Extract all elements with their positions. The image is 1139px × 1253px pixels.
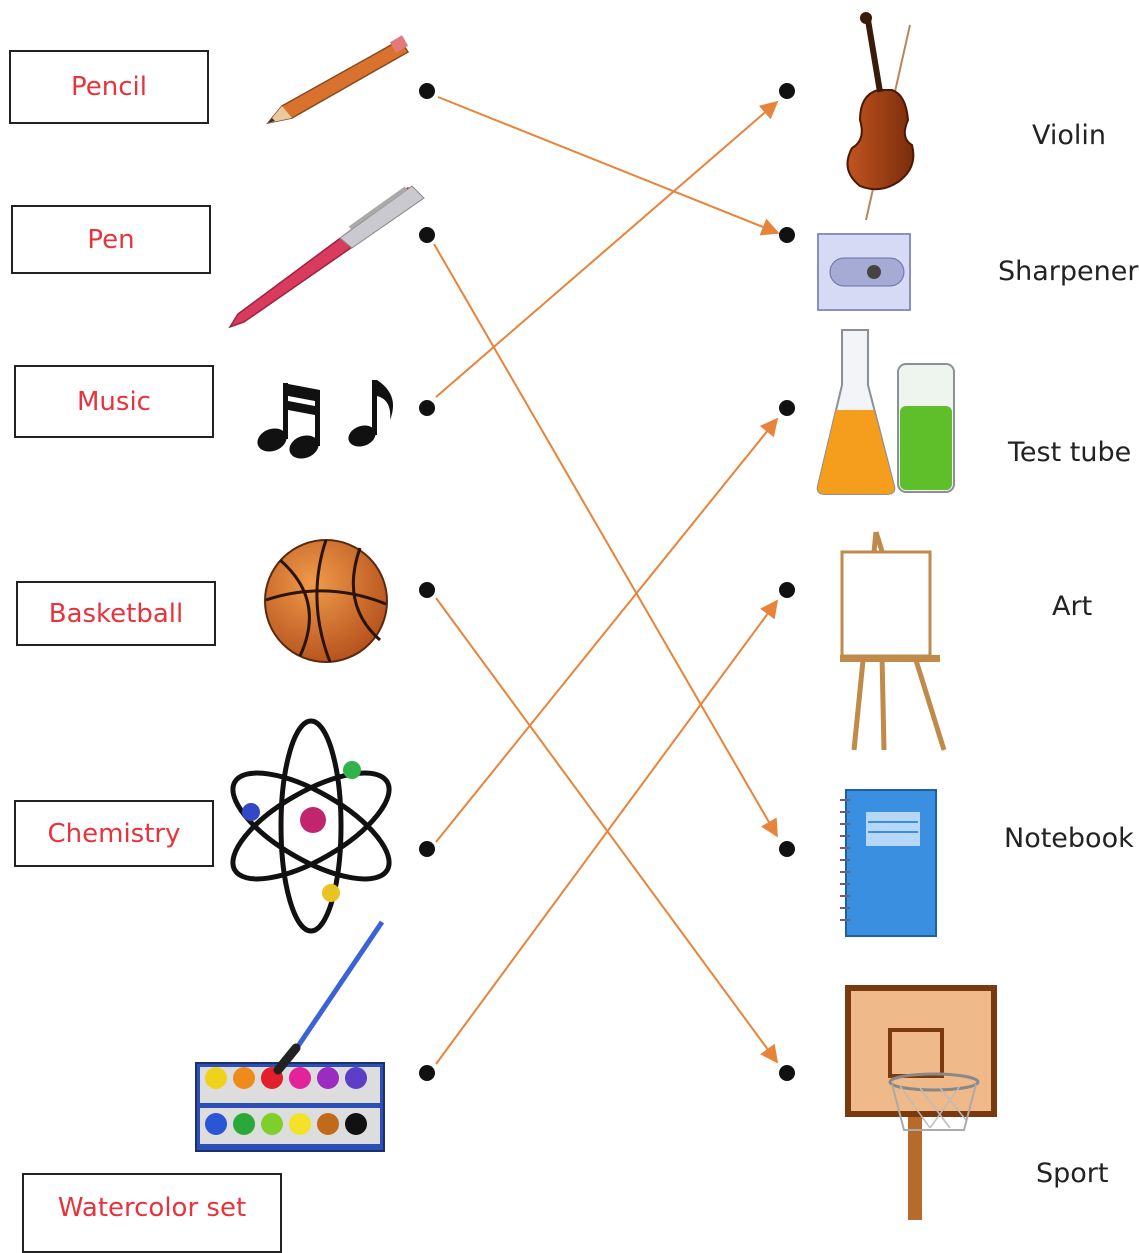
dot-watercolor bbox=[419, 1065, 435, 1081]
violin-icon bbox=[846, 12, 915, 221]
left-dots bbox=[419, 83, 435, 1081]
connection-watercolor-art bbox=[435, 599, 779, 1065]
right-label-test-tube: Test tube bbox=[1008, 437, 1132, 468]
left-label-basketball: Basketball bbox=[16, 581, 216, 646]
connection-music-violin bbox=[435, 100, 779, 398]
dot-art bbox=[779, 582, 795, 598]
dot-sport bbox=[779, 1065, 795, 1081]
connection-chemistry-testtube bbox=[435, 417, 779, 843]
dot-testtube bbox=[779, 400, 795, 416]
pencil-icon bbox=[266, 35, 410, 125]
notebook-icon bbox=[840, 789, 937, 937]
test-tubes-icon bbox=[816, 329, 955, 495]
music-notes-icon bbox=[257, 380, 394, 459]
left-label-pencil: Pencil bbox=[9, 50, 209, 124]
dot-sharpener bbox=[779, 227, 795, 243]
right-dots bbox=[779, 83, 795, 1081]
dot-notebook bbox=[779, 841, 795, 857]
watercolor-set-icon bbox=[195, 920, 385, 1152]
right-label-sport: Sport bbox=[1036, 1158, 1109, 1189]
atom-icon bbox=[230, 718, 392, 934]
dot-pen bbox=[419, 227, 435, 243]
dot-music bbox=[419, 400, 435, 416]
dot-chemistry bbox=[419, 841, 435, 857]
left-label-music: Music bbox=[14, 365, 214, 438]
pen-icon bbox=[228, 185, 425, 329]
connection-basketball-sport bbox=[435, 597, 779, 1064]
right-label-violin: Violin bbox=[1032, 120, 1107, 151]
right-label-art: Art bbox=[1052, 591, 1093, 622]
easel-icon bbox=[840, 531, 947, 751]
sharpener-icon bbox=[817, 233, 911, 311]
left-label-chemistry: Chemistry bbox=[14, 800, 214, 867]
dot-basketball bbox=[419, 582, 435, 598]
connection-lines bbox=[433, 96, 780, 1065]
basketball-icon bbox=[264, 539, 388, 663]
dot-violin bbox=[779, 83, 795, 99]
basketball-hoop-icon bbox=[845, 985, 997, 1220]
left-label-pen: Pen bbox=[11, 205, 211, 274]
dot-pencil bbox=[419, 83, 435, 99]
connection-pencil-sharpener bbox=[437, 96, 780, 236]
connection-pen-notebook bbox=[433, 243, 778, 838]
right-label-notebook: Notebook bbox=[1004, 823, 1134, 854]
right-label-sharpener: Sharpener bbox=[998, 256, 1139, 287]
